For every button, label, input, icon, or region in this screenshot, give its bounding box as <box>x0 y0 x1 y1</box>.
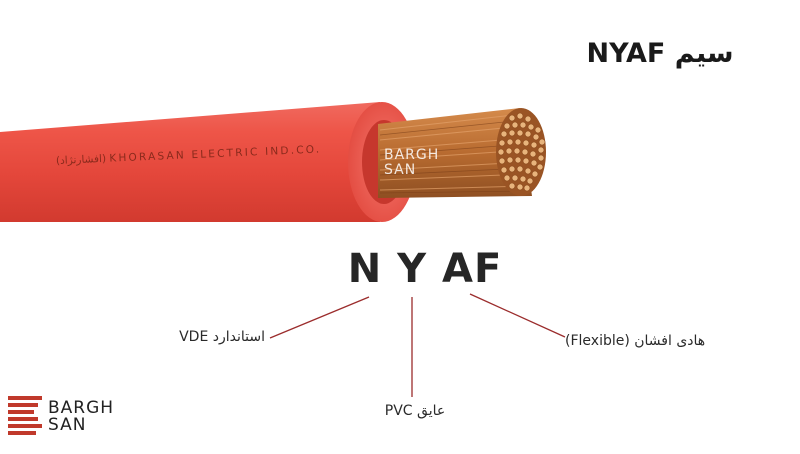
label-conductor: هادی افشان (Flexible) <box>565 333 706 349</box>
pointer-standard <box>269 296 370 339</box>
cable-code: N Y AF <box>347 246 503 292</box>
pointer-conductor <box>469 293 566 338</box>
page-title: سیم NYAF <box>586 38 734 69</box>
strand-ends <box>497 112 546 192</box>
label-insulation: عایق PVC <box>384 403 446 419</box>
brand-logo-icon <box>8 396 42 435</box>
pointer-lines <box>269 293 566 397</box>
label-standard: استاندارد VDE <box>179 329 265 345</box>
cable-jacket <box>0 102 380 222</box>
